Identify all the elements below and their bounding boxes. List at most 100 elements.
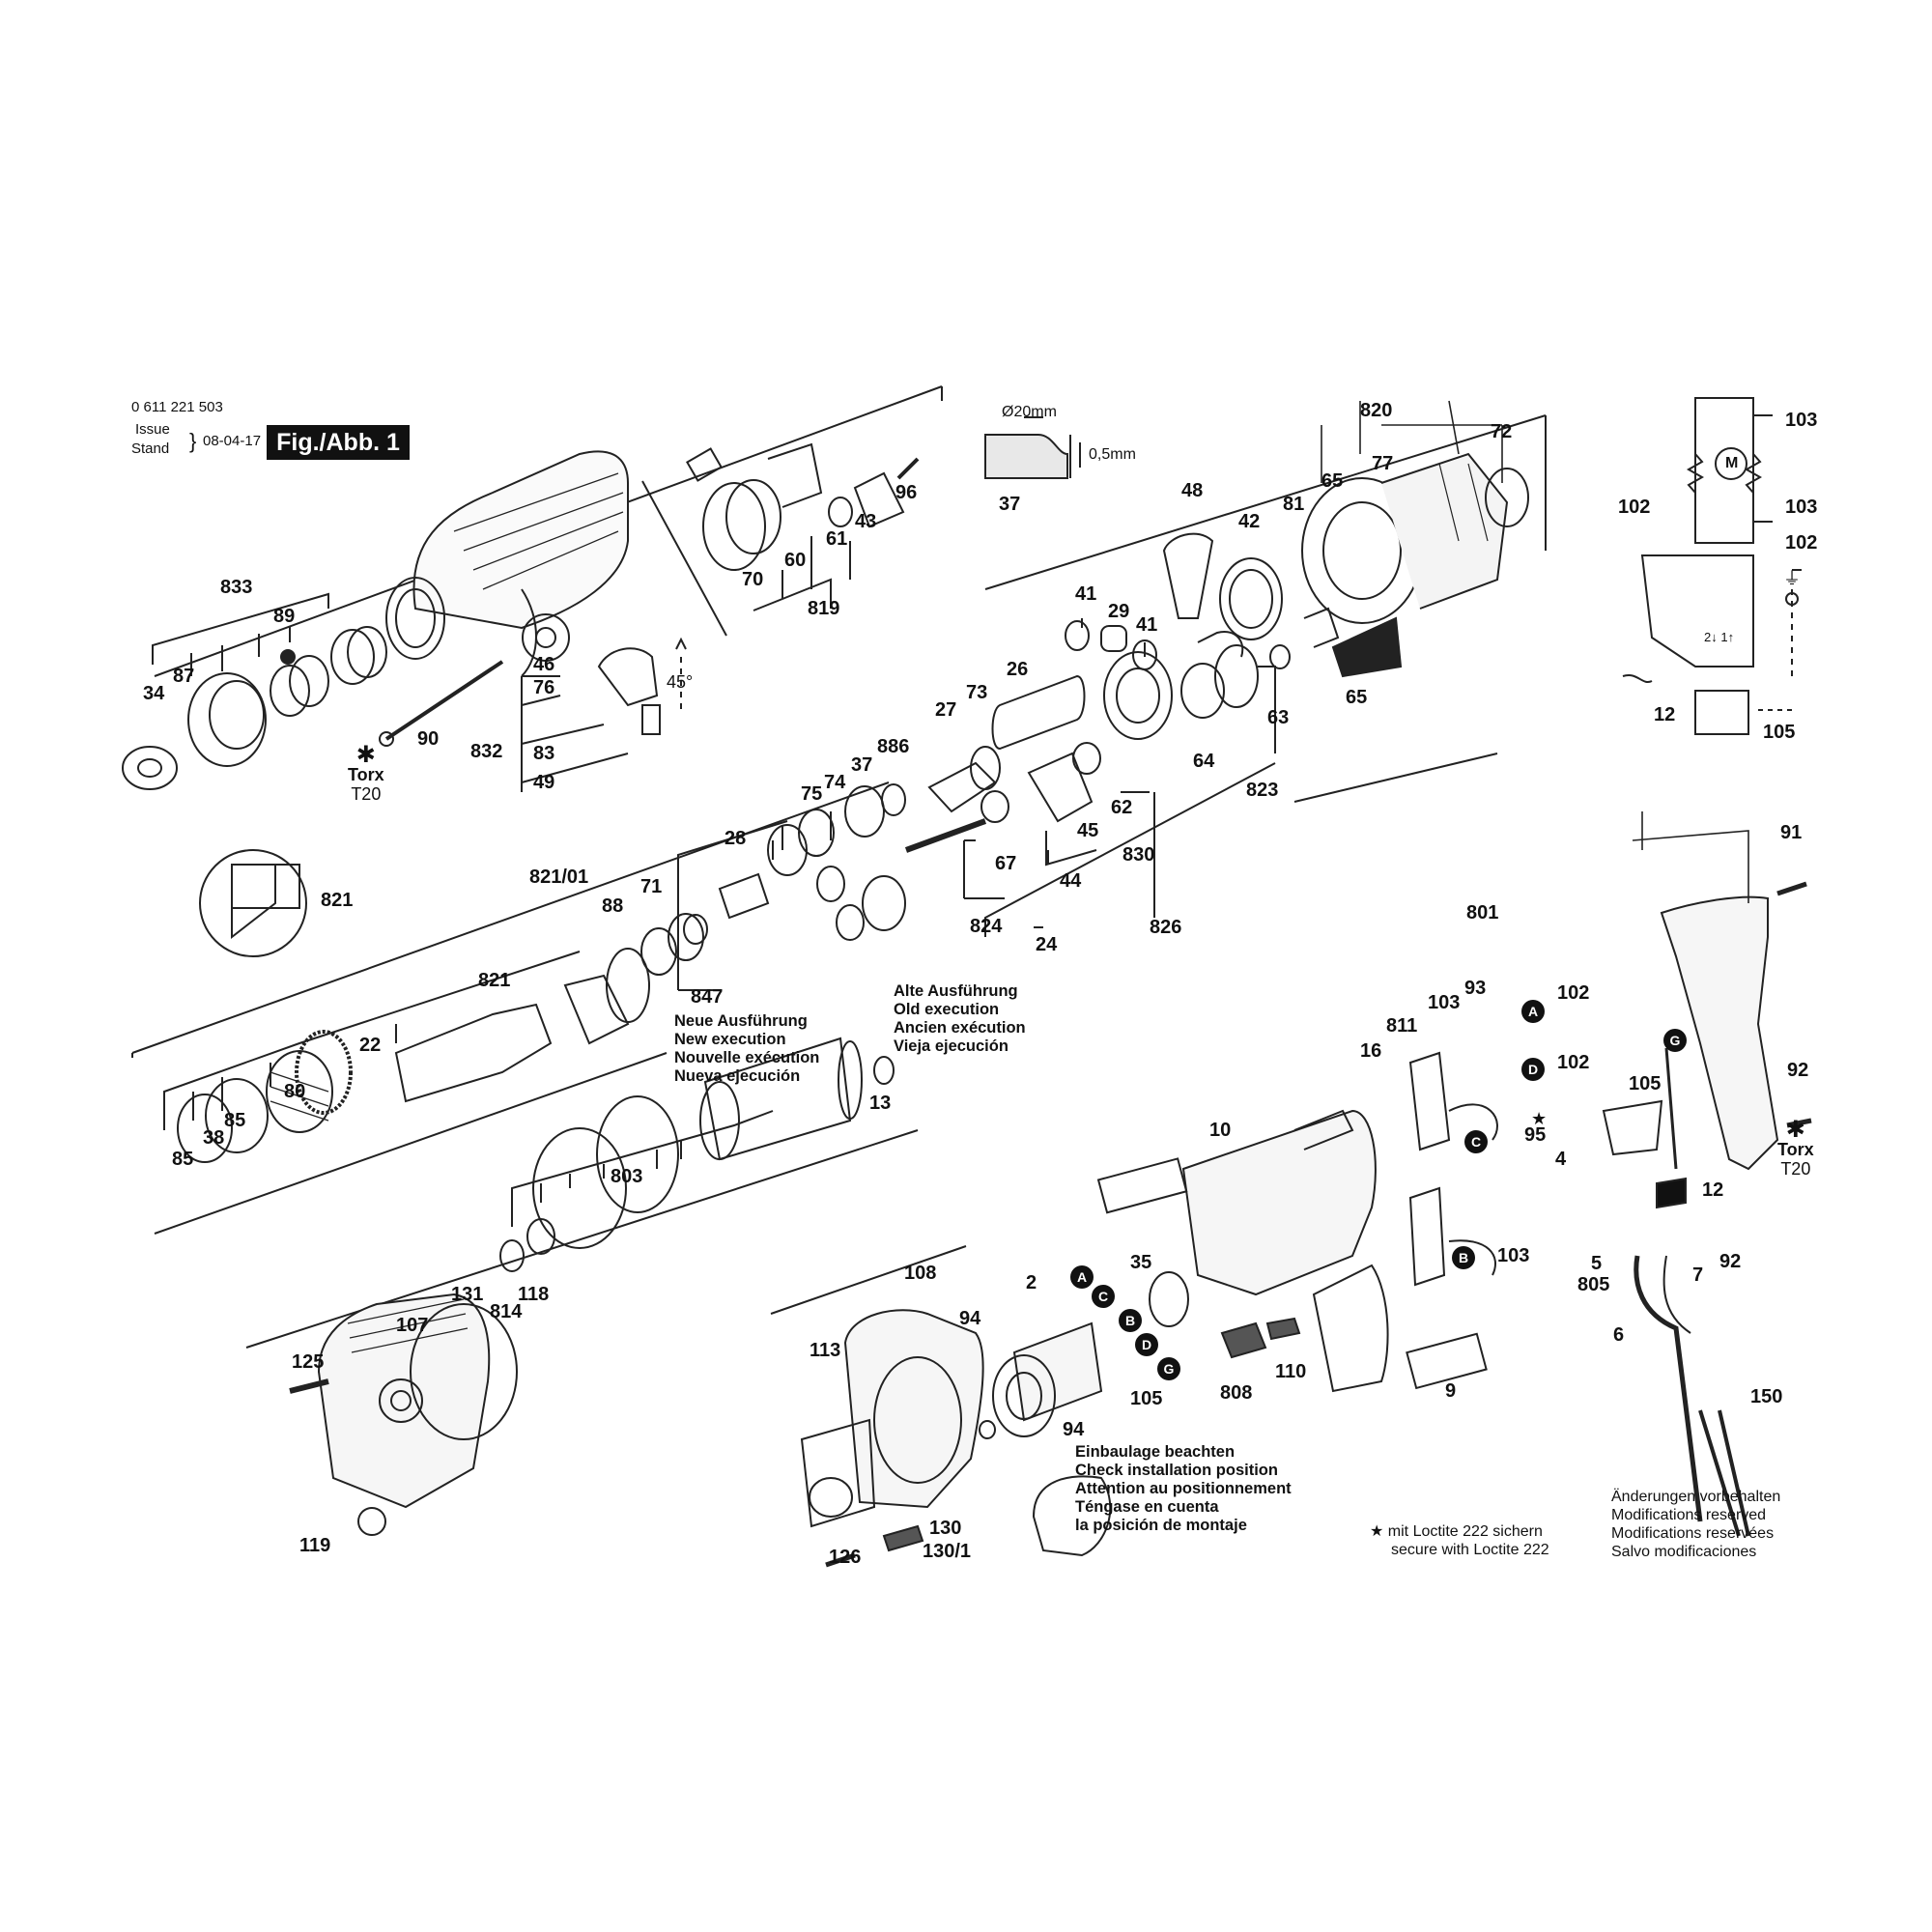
part-label: 886 <box>877 736 910 757</box>
part-label: 10 <box>1209 1120 1232 1141</box>
part-label: 88 <box>602 895 624 917</box>
part-label: 12 <box>1702 1179 1724 1201</box>
part-label: 48 <box>1181 480 1204 501</box>
part-label: 102 <box>1557 1052 1590 1073</box>
part-label: 61 <box>826 528 848 550</box>
section-line <box>154 1052 668 1235</box>
stand-label: Stand <box>131 440 170 457</box>
part-label: 29 <box>1108 601 1130 622</box>
part-label: 131 <box>451 1284 484 1305</box>
handle <box>1660 895 1779 1171</box>
part-label: 808 <box>1220 1382 1253 1404</box>
part-label: 92 <box>1787 1060 1809 1081</box>
part-label: 9 <box>1445 1380 1457 1402</box>
part-label: 87 <box>173 666 195 687</box>
key-65 <box>1331 616 1403 678</box>
part-label: 81 <box>1283 494 1305 515</box>
field-2 <box>1012 1321 1103 1422</box>
part-label: 803 <box>611 1166 643 1187</box>
part-label: 105 <box>1763 722 1796 743</box>
armature-803 <box>703 1037 852 1161</box>
part-label: 85 <box>172 1149 194 1170</box>
connector-badge-c: C <box>1092 1285 1115 1308</box>
torx-size: T20 <box>1780 1159 1811 1179</box>
part-label: 110 <box>1275 1361 1307 1382</box>
part-label: 103 <box>1785 410 1818 431</box>
part-label: 113 <box>810 1340 841 1361</box>
ground-icon: ⏚ <box>1783 569 1801 588</box>
spindle-26 <box>991 674 1086 751</box>
part-label: 150 <box>1750 1386 1783 1407</box>
part-label: 125 <box>292 1351 325 1373</box>
part-label: 130 <box>929 1518 962 1539</box>
old-execution-note: Alte Ausführung Old execution Ancien exé… <box>894 982 1026 1055</box>
motor-symbol-label: M <box>1725 455 1739 471</box>
switch-terminals: 2↓ 1↑ <box>1704 630 1735 644</box>
part-label: 118 <box>518 1284 550 1305</box>
part-label: 105 <box>1130 1388 1163 1409</box>
switch-4 <box>1602 1099 1663 1156</box>
tube <box>702 482 766 571</box>
connector-badge-d: D <box>1521 1058 1545 1081</box>
part-label: 49 <box>533 772 555 793</box>
fan-cover-107 <box>317 1293 491 1509</box>
part-label: 91 <box>1780 822 1803 843</box>
angle-label: 45° <box>667 672 694 692</box>
gear-22 <box>295 1030 353 1115</box>
part-label: 27 <box>935 699 957 721</box>
part-label: 41 <box>1075 583 1097 605</box>
part-label: 34 <box>143 683 165 704</box>
part-label: 824 <box>970 916 1003 937</box>
section-line <box>641 480 727 637</box>
detail-circle-821 <box>199 849 307 957</box>
part-label: 107 <box>396 1315 429 1336</box>
torx-size: T20 <box>351 784 382 804</box>
torx-marker: ✱ Torx T20 <box>348 742 384 805</box>
part-label: 13 <box>869 1093 892 1114</box>
part-label: 103 <box>1497 1245 1530 1266</box>
modifications-note: Änderungen vorbehalten Modifications res… <box>1611 1489 1781 1560</box>
part-label: 26 <box>1007 659 1029 680</box>
hammer-housing <box>412 450 629 630</box>
section-line <box>770 1245 967 1315</box>
connector-badge-c: C <box>1464 1130 1488 1153</box>
part-label: 37 <box>851 754 873 776</box>
issue-date: 08-04-17 <box>203 433 262 449</box>
issue-label: Issue <box>135 421 170 438</box>
part-label: 76 <box>533 677 555 698</box>
part-label: 119 <box>299 1535 331 1556</box>
spindle-821 <box>394 1003 553 1103</box>
connector-badge-a: A <box>1070 1265 1094 1289</box>
part-label: 103 <box>1428 992 1461 1013</box>
connector-badge-d: D <box>1135 1333 1158 1356</box>
part-label: 43 <box>855 511 877 532</box>
part-label: 28 <box>724 828 747 849</box>
connector-badge-g: G <box>1157 1357 1180 1380</box>
screw-90 <box>384 660 504 741</box>
part-label: 94 <box>1063 1419 1085 1440</box>
loctite-note: ★ mit Loctite 222 sichern secure with Lo… <box>1370 1523 1549 1558</box>
figure-label: Fig./Abb. 1 <box>267 425 410 460</box>
part-label: 102 <box>1557 982 1590 1004</box>
part-label: 80 <box>284 1081 306 1102</box>
torx-name: Torx <box>348 765 384 784</box>
part-label: 7 <box>1692 1264 1704 1286</box>
part-label: 12 <box>1654 704 1676 725</box>
part-label: 821 <box>321 890 354 911</box>
part-label: 75 <box>801 783 823 805</box>
clip-48 <box>1162 532 1214 619</box>
part-label: 108 <box>904 1263 937 1284</box>
section-line <box>131 781 890 1054</box>
torx-star-icon: ✱ <box>355 742 376 768</box>
part-label: 820 <box>1360 400 1393 421</box>
part-label: 42 <box>1238 511 1261 532</box>
connector-badge-g: G <box>1663 1029 1687 1052</box>
part-label: 821 <box>478 970 511 991</box>
cord-6 <box>1634 1255 1703 1522</box>
connector-badge-a: A <box>1521 1000 1545 1023</box>
chuck-nut <box>122 746 178 790</box>
part-label: 64 <box>1193 751 1215 772</box>
part-label: 44 <box>1060 870 1082 892</box>
